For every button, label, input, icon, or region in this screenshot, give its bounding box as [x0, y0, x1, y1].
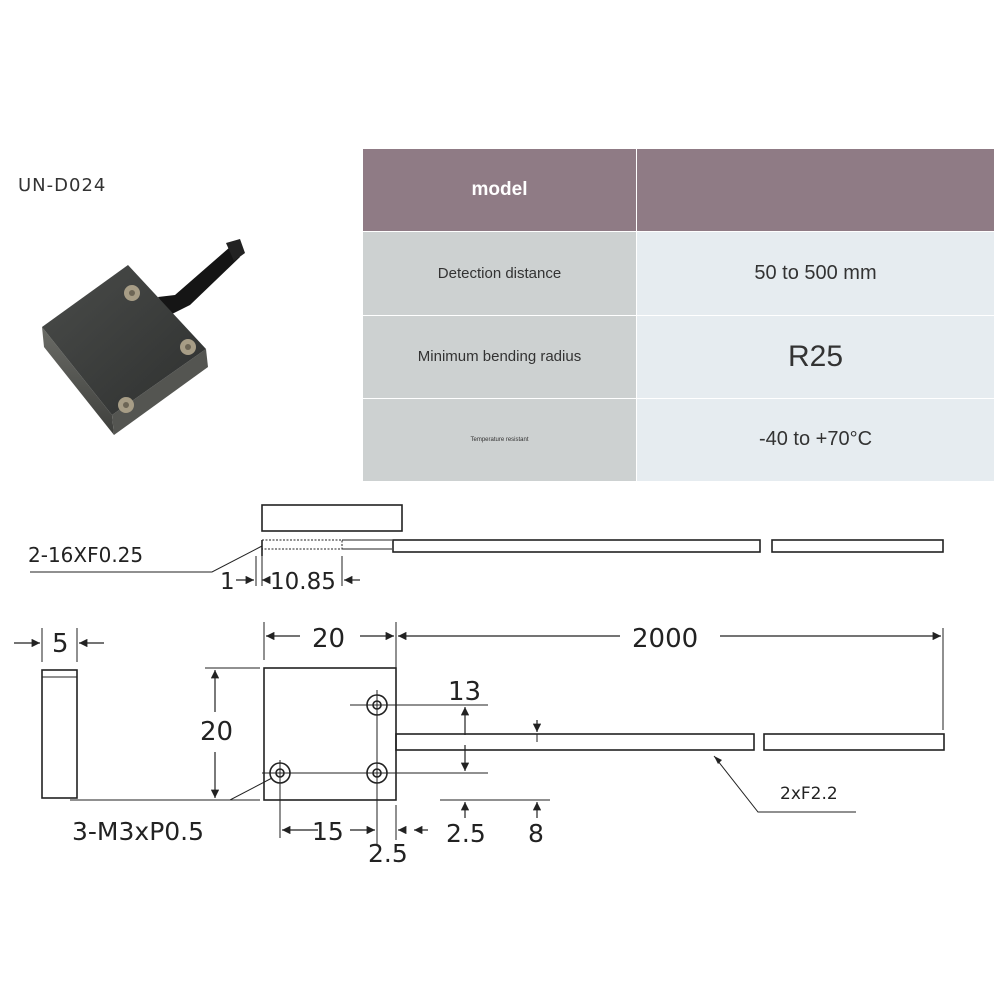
dim-length-label: 2000: [632, 624, 698, 654]
top-view-housing: [261, 504, 403, 532]
dim-2-5-b-label: 2.5: [446, 819, 486, 848]
top-view-fiber-tip: [261, 539, 343, 550]
spec-header-label: model: [362, 147, 637, 233]
spec-value: -40 to +70°C: [636, 397, 995, 483]
dim-height-label: 20: [200, 717, 233, 747]
spec-row-bending-radius: Minimum bending radius R25: [362, 314, 995, 399]
dim-10-85-label: 10.85: [270, 569, 336, 595]
spec-label: Detection distance: [362, 231, 637, 316]
dim-2-5-a-label: 2.5: [368, 839, 408, 868]
spec-table: model Detection distance 50 to 500 mm Mi…: [362, 147, 995, 483]
spec-header-value: [636, 147, 995, 233]
technical-drawing: 2-16XF0.25 1 10.85 5 20 2000 20 13 3-M3x…: [14, 504, 945, 868]
dim-8-label: 8: [528, 819, 544, 848]
dim-5-label: 5: [52, 629, 69, 659]
spec-table-header-row: model: [362, 147, 995, 233]
fiber-spec-label: 2-16XF0.25: [28, 543, 143, 567]
spec-row-temperature: Temperature resistant -40 to +70°C: [362, 397, 995, 483]
dim-15-label: 15: [312, 817, 344, 846]
spec-label: Minimum bending radius: [362, 314, 637, 399]
side-view-body: [41, 669, 78, 799]
dim-width-label: 20: [312, 624, 345, 654]
top-view-cable-1: [392, 539, 761, 553]
front-view-cable-2: [763, 733, 945, 751]
front-view-body: [263, 667, 397, 801]
spec-row-detection-distance: Detection distance 50 to 500 mm: [362, 231, 995, 316]
front-view-cable-1: [395, 733, 755, 751]
spec-label: Temperature resistant: [362, 397, 637, 483]
top-view-cable-2: [771, 539, 944, 553]
model-code: UN-D024: [18, 175, 107, 196]
screw-spec-label: 3-M3xP0.5: [72, 817, 204, 846]
dim-1-label: 1: [220, 569, 235, 595]
spec-value: 50 to 500 mm: [636, 231, 995, 316]
cable-spec-label: 2xF2.2: [780, 784, 838, 804]
sensor-product-photo: [42, 239, 245, 435]
spec-value: R25: [636, 314, 995, 399]
dim-13-label: 13: [448, 677, 481, 707]
